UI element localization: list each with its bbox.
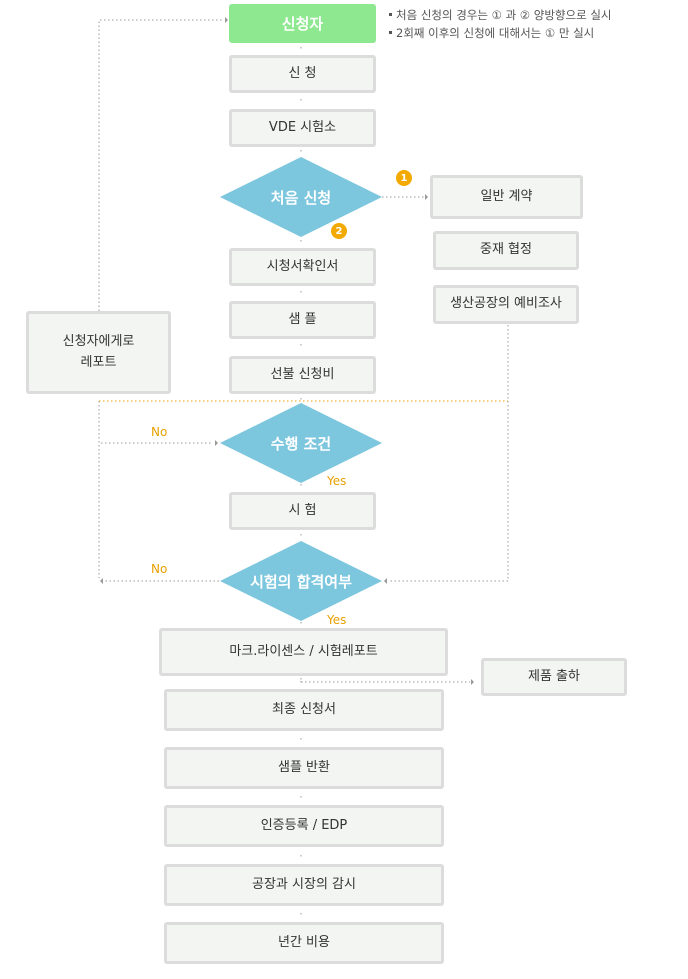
- badge-path-1: 1: [396, 170, 412, 186]
- arrow-to-general-contract: [425, 194, 428, 200]
- decision-execution-condition: 수행 조건: [270, 434, 332, 453]
- note-first-application: 처음 신청의 경우는 ① 과 ② 양방향으로 실시: [389, 7, 612, 23]
- arrow-to-shipping: [471, 679, 474, 685]
- node-vde-lab: VDE 시험소: [229, 109, 376, 147]
- badge-path-2: 2: [331, 223, 347, 239]
- node-applicant: 신청자: [229, 4, 376, 43]
- flag-yes-execution: Yes: [327, 474, 347, 488]
- diamond-pass: [220, 541, 382, 621]
- node-final-application: 최종 신청서: [164, 689, 444, 731]
- arrow-no-pass: [100, 578, 103, 584]
- connector-survey-to-pass: [389, 325, 509, 582]
- flag-no-pass: No: [151, 562, 168, 576]
- decision-first-application: 처음 신청: [270, 188, 332, 207]
- flag-yes-pass: Yes: [327, 613, 347, 627]
- arrow-no-execution: [215, 440, 218, 446]
- node-sample-return: 샘플 반환: [164, 747, 444, 789]
- node-annual-fee: 년간 비용: [164, 922, 444, 964]
- diamond-first-application: [220, 157, 382, 237]
- node-factory-market-audit: 공장과 시장의 감시: [164, 864, 444, 906]
- node-mark-license: 마크.라이센스 / 시험레포트: [159, 628, 448, 676]
- node-advance-fee: 선불 신청비: [229, 356, 376, 394]
- connector-report-to-applicant: [98, 19, 224, 311]
- node-application: 신 청: [229, 55, 376, 93]
- node-factory-pre-survey: 생산공장의 예비조사: [433, 285, 579, 324]
- arrow-survey-to-pass: [384, 578, 387, 584]
- connector-to-shipping: [300, 678, 470, 683]
- node-cert-registration: 인증등록 / EDP: [164, 805, 444, 847]
- node-application-confirmation: 시청서확인서: [229, 248, 376, 286]
- node-sample: 샘 플: [229, 301, 376, 339]
- diamond-execution-condition: [220, 403, 382, 483]
- arrow-to-applicant: [225, 17, 228, 23]
- flag-no-execution: No: [151, 425, 168, 439]
- node-test: 시 험: [229, 492, 376, 530]
- node-report-to-applicant: 신청자에게로 레포트: [26, 311, 171, 394]
- node-product-shipping: 제품 출하: [481, 658, 627, 696]
- node-general-contract: 일반 계약: [430, 175, 583, 219]
- note-subsequent-application: 2회째 이후의 신청에 대해서는 ① 만 실시: [389, 25, 594, 41]
- node-mediation-agreement: 중재 협정: [433, 231, 579, 270]
- decision-pass: 시험의 합격여부: [250, 572, 352, 591]
